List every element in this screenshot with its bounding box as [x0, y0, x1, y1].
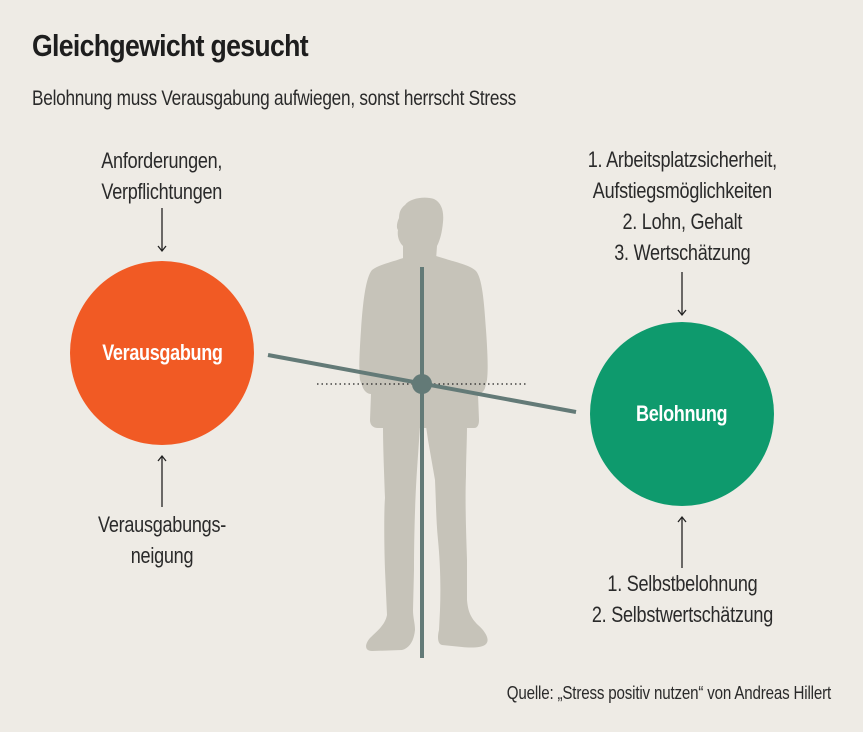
page-subtitle: Belohnung muss Verausgabung aufwiegen, s… [32, 87, 516, 110]
arrow-down-icon [157, 208, 167, 253]
label-line: Aufstiegsmöglichkeiten [592, 178, 772, 203]
label-line: 3. Wertschätzung [613, 240, 751, 265]
verausgabungsneigung-label: Verausgabungs- neigung [62, 509, 262, 571]
label-line: neigung [130, 543, 194, 568]
belohnung-internal-factors-label: 1. Selbstbelohnung 2. Selbstwertschätzun… [532, 568, 832, 630]
arrow-up-icon [157, 454, 167, 507]
label-line: 2. Selbstwertschätzung [591, 602, 773, 627]
label-line: Verausgabungs- [98, 512, 226, 537]
arrow-down-icon [677, 272, 687, 317]
label-line: 1. Arbeitsplatzsicherheit, [587, 147, 777, 172]
label-line: Anforderungen, [101, 148, 223, 173]
belohnung-external-factors-label: 1. Arbeitsplatzsicherheit, Aufstiegsmögl… [532, 144, 832, 268]
arrow-up-icon [677, 515, 687, 568]
label-line: Verpflichtungen [101, 179, 223, 204]
pivot-icon [412, 374, 432, 394]
belohnung-circle-label: Belohnung [636, 401, 728, 426]
page-title: Gleichgewicht gesucht [32, 28, 309, 63]
verausgabung-inputs-label: Anforderungen, Verpflichtungen [62, 145, 262, 207]
verausgabung-circle: Verausgabung [70, 261, 254, 445]
belohnung-circle: Belohnung [590, 322, 774, 506]
label-line: 2. Lohn, Gehalt [622, 209, 742, 234]
source-credit: Quelle: „Stress positiv nutzen“ von Andr… [506, 683, 831, 703]
label-line: 1. Selbstbelohnung [606, 571, 758, 596]
verausgabung-circle-label: Verausgabung [101, 340, 223, 365]
